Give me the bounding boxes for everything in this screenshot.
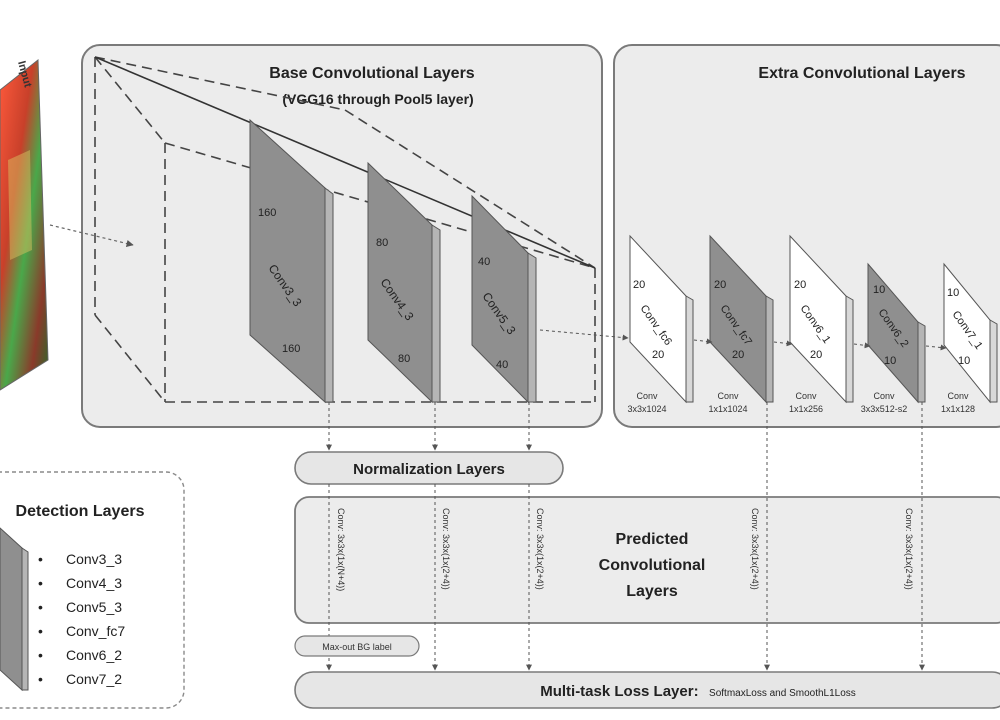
conv-fc7-top-dim: 20 — [714, 279, 726, 291]
detection-bullet-4: • — [38, 623, 43, 639]
base-layer-conv3-3: 160 Conv3_3 160 — [249, 118, 334, 404]
detection-layers-box — [0, 471, 185, 709]
predicted-conv-label-1: Conv: 3x3x(1x(N+4)) — [336, 508, 346, 591]
detection-bullet-5: • — [38, 647, 43, 663]
normalization-layers-label: Normalization Layers — [353, 461, 505, 478]
conv6-2-caption1: Conv — [873, 391, 895, 401]
multitask-loss-title: Multi-task Loss Layer: — [540, 683, 698, 700]
conv-fc7-caption2: 1x1x1024 — [708, 404, 747, 414]
input-image: Input — [0, 58, 49, 391]
detection-bullet-6: • — [38, 671, 43, 687]
detection-item-5: Conv6_2 — [66, 647, 122, 663]
conv-fc6-top-dim: 20 — [633, 279, 645, 291]
extra-conv-title: Extra Convolutional Layers — [758, 65, 965, 82]
detection-item-4: Conv_fc7 — [66, 623, 125, 639]
conv6-1-bottom-dim: 20 — [810, 349, 822, 361]
predicted-conv-panel — [294, 496, 1000, 624]
base-layer-conv4-3: 80 Conv4_3 80 — [367, 161, 441, 404]
conv6-2-top-dim: 10 — [873, 284, 885, 296]
extra-layer-conv-fc6: 20 Conv_fc6 20 Conv 3x3x1024 — [627, 234, 694, 414]
conv6-2-bottom-dim: 10 — [884, 355, 896, 367]
extra-layer-conv6-1: 20 Conv6_1 20 Conv 1x1x256 — [789, 234, 854, 414]
conv-fc6-caption1: Conv — [636, 391, 658, 401]
conv4-3-bottom-dim: 80 — [398, 353, 410, 365]
input-arrow — [49, 224, 134, 247]
conv7-1-top-dim: 10 — [947, 287, 959, 299]
detection-item-6: Conv7_2 — [66, 671, 122, 687]
conv-fc6-bottom-dim: 20 — [652, 349, 664, 361]
detection-bullet-3: • — [38, 599, 43, 615]
conv5-3-bottom-dim: 40 — [496, 359, 508, 371]
multitask-loss-detail: SoftmaxLoss and SmoothL1Loss — [709, 688, 856, 699]
conv3-3-top-dim: 160 — [258, 207, 276, 219]
conv6-2-caption2: 3x3x512-s2 — [861, 404, 908, 414]
conv6-1-caption1: Conv — [795, 391, 817, 401]
detection-layers-list: • Conv3_3 • Conv4_3 • Conv5_3 • Conv_fc7… — [38, 551, 125, 687]
predicted-conv-label-4: Conv: 3x3x(1x(2+4)) — [750, 508, 760, 590]
detection-layer-slab — [0, 527, 29, 692]
feature-volume-outline — [94, 56, 596, 403]
base-layer-conv5-3: 40 Conv5_3 40 — [471, 194, 537, 404]
base-conv-title: Base Convolutional Layers — [269, 65, 474, 82]
conv7-1-bottom-dim: 10 — [958, 355, 970, 367]
multitask-loss-box — [294, 671, 1000, 709]
base-conv-subtitle: (VGG16 through Pool5 layer) — [282, 91, 473, 107]
conv4-3-top-dim: 80 — [376, 237, 388, 249]
conv5-3-top-dim: 40 — [478, 256, 490, 268]
conv6-1-caption2: 1x1x256 — [789, 404, 823, 414]
detection-item-3: Conv5_3 — [66, 599, 122, 615]
vertical-connectors — [326, 402, 925, 671]
conv7-1-caption2: 1x1x128 — [941, 404, 975, 414]
detection-bullet-1: • — [38, 551, 43, 567]
extra-layer-conv7-1: 10 Conv7_1 10 Conv 1x1x128 — [941, 262, 998, 414]
predicted-conv-label-2: Conv: 3x3x(1x(2+4)) — [441, 508, 451, 590]
multitask-loss-text: Multi-task Loss Layer: SoftmaxLoss and S… — [540, 683, 856, 700]
volume-diagonal — [94, 56, 596, 269]
maxout-bg-label: Max-out BG label — [322, 642, 392, 652]
conv3-3-bottom-dim: 160 — [282, 343, 300, 355]
predicted-conv-label-5: Conv: 3x3x(1x(2+4)) — [904, 508, 914, 590]
detection-bullet-2: • — [38, 575, 43, 591]
extra-layer-conv-fc7: 20 Conv_fc7 20 Conv 1x1x1024 — [708, 234, 774, 414]
predicted-line3: Layers — [626, 583, 678, 600]
detection-item-1: Conv3_3 — [66, 551, 122, 567]
predicted-conv-label-3: Conv: 3x3x(1x(2+4)) — [535, 508, 545, 590]
conv-fc7-bottom-dim: 20 — [732, 349, 744, 361]
predicted-line2: Convolutional — [599, 557, 706, 574]
extra-flow-arrows — [539, 329, 947, 351]
detection-layers-title: Detection Layers — [16, 503, 145, 520]
conv-fc6-caption2: 3x3x1024 — [627, 404, 666, 414]
normalization-layers-box — [294, 451, 564, 485]
predicted-line1: Predicted — [616, 531, 689, 548]
conv7-1-caption1: Conv — [947, 391, 969, 401]
extra-layer-conv6-2: 10 Conv6_2 10 Conv 3x3x512-s2 — [861, 262, 926, 414]
conv-fc7-caption1: Conv — [717, 391, 739, 401]
detection-item-2: Conv4_3 — [66, 575, 122, 591]
conv6-1-top-dim: 20 — [794, 279, 806, 291]
maxout-bg-box — [294, 635, 420, 657]
